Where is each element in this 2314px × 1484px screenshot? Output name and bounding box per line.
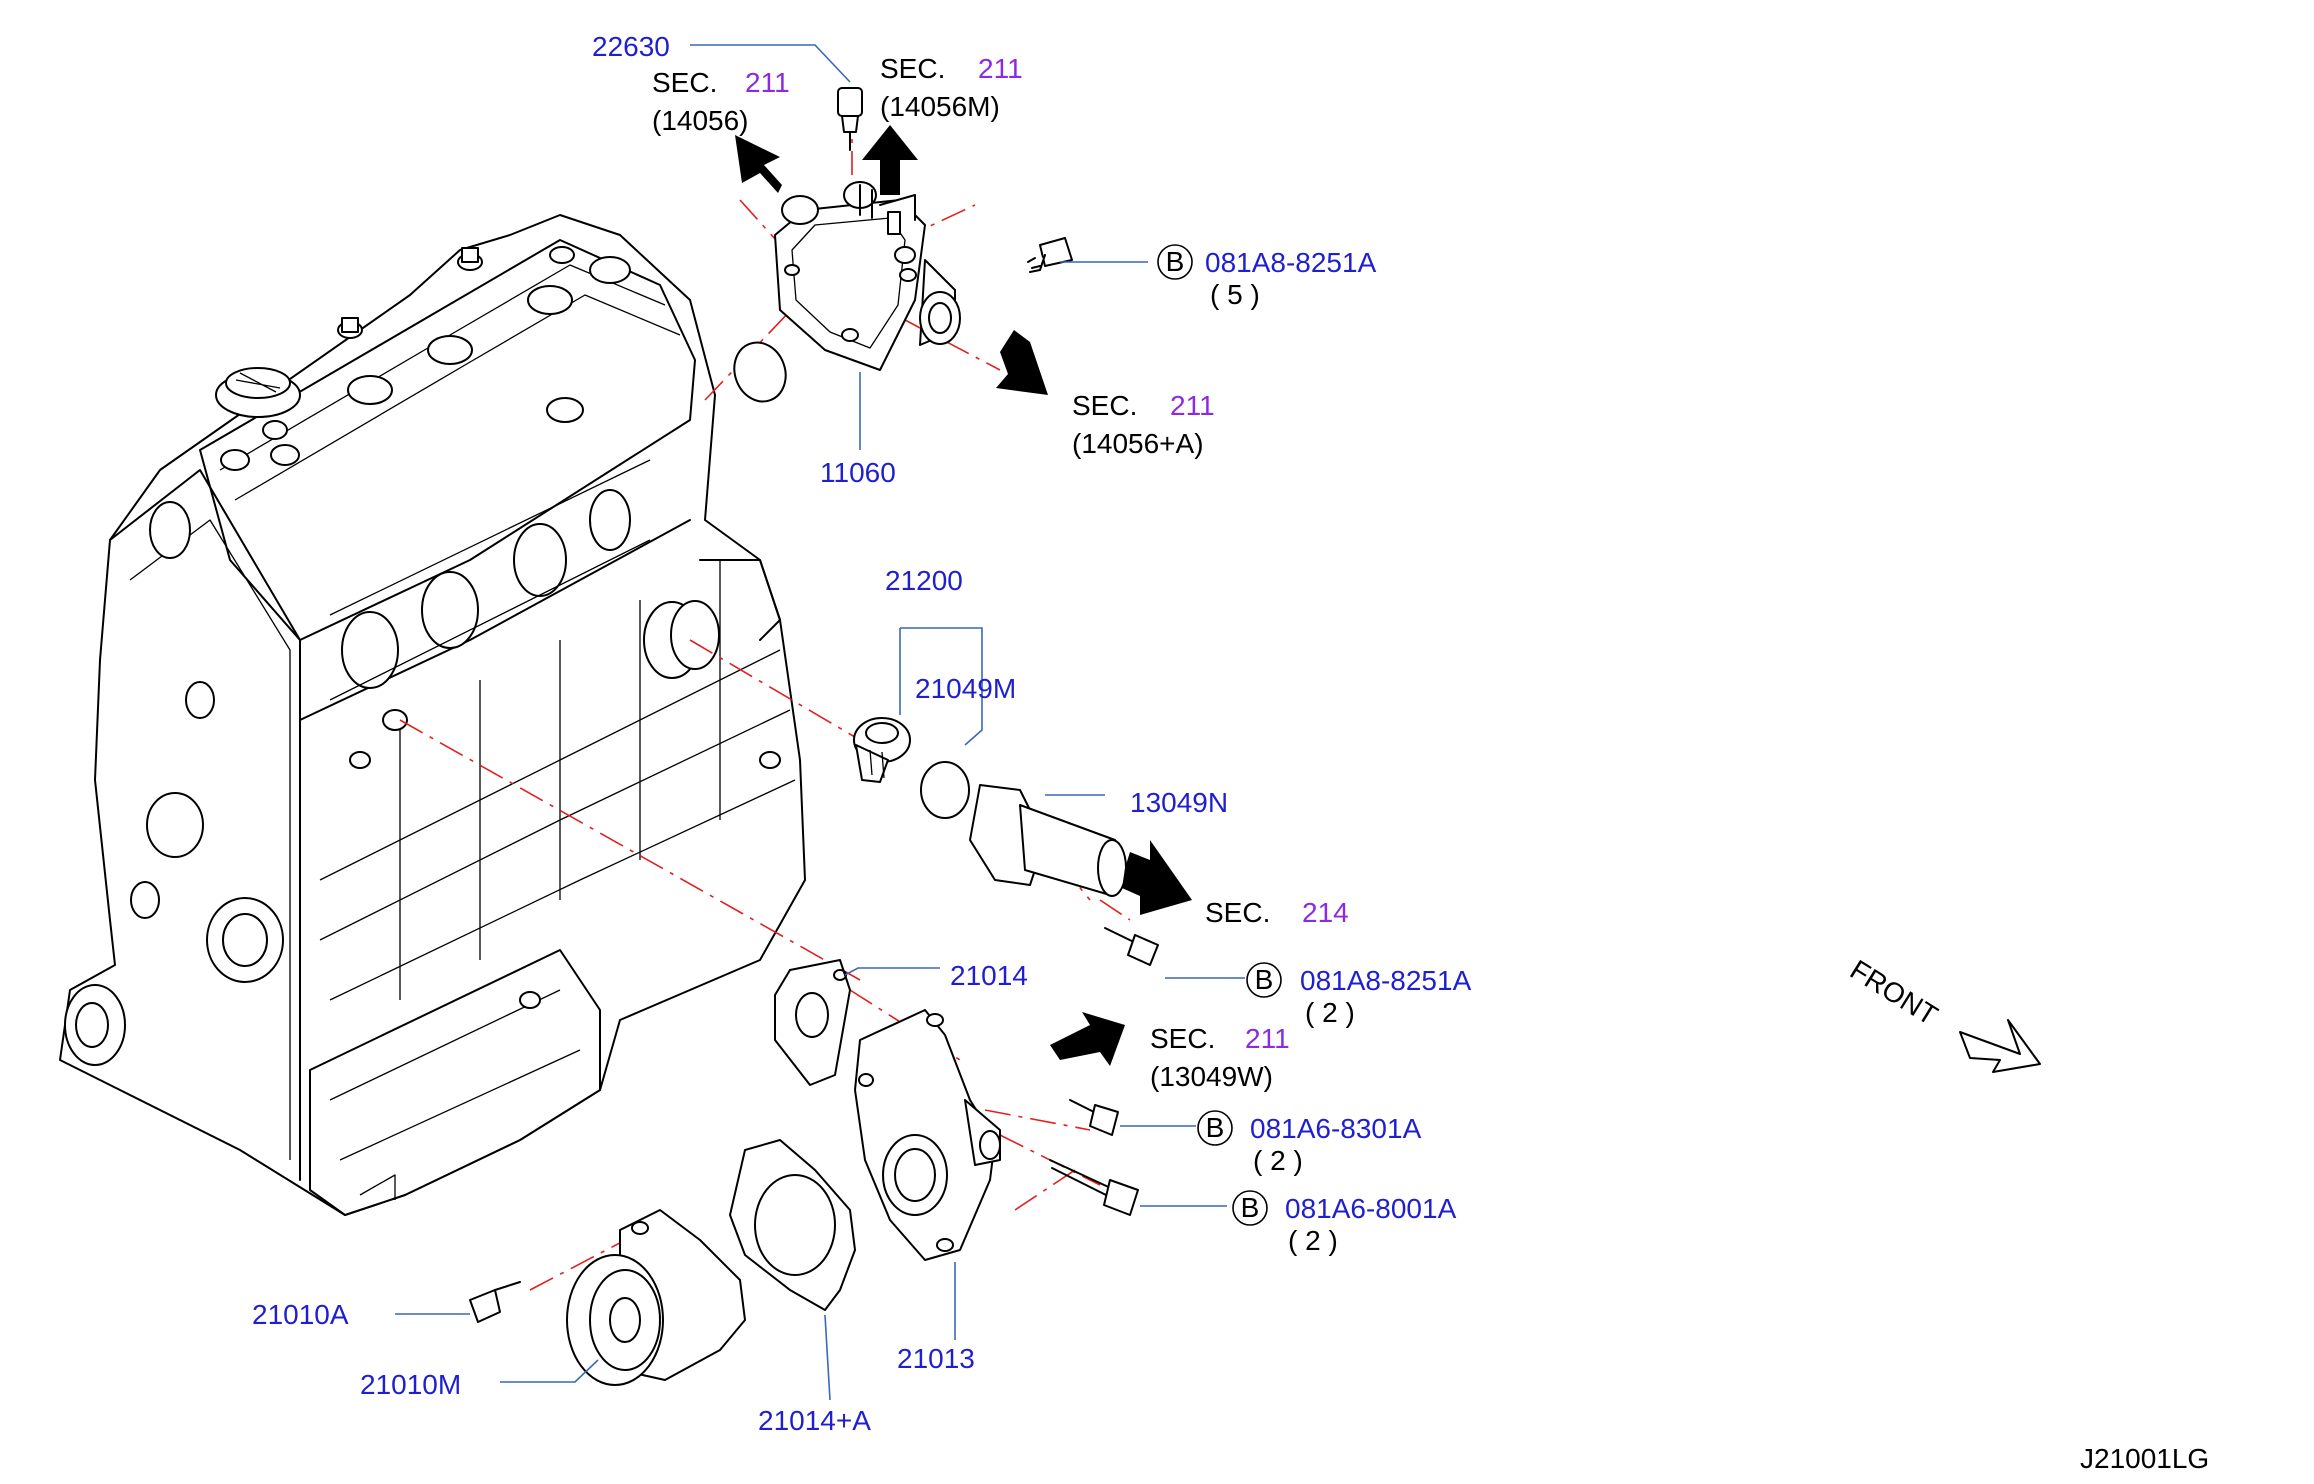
sec-arrow-13049W bbox=[1050, 1012, 1125, 1066]
sec1-word: SEC. bbox=[652, 67, 717, 98]
sec-arrow-14056 bbox=[735, 135, 782, 193]
sec3-word: SEC. bbox=[1072, 390, 1137, 421]
part-label-13049N: 13049N bbox=[1130, 787, 1228, 818]
sec-arrow-214 bbox=[1122, 840, 1192, 915]
part-label-21014A: 21014+A bbox=[758, 1405, 871, 1436]
thermostat-drawing bbox=[853, 717, 911, 783]
bolt-code-4: 081A6-8001A bbox=[1285, 1193, 1457, 1224]
gasket-21014A-drawing bbox=[729, 1139, 856, 1311]
sec3-ref: (14056+A) bbox=[1072, 428, 1204, 459]
b4-letter: B bbox=[1241, 1192, 1260, 1223]
bolt-qty-1: ( 5 ) bbox=[1210, 279, 1260, 310]
bolt-qty-4: ( 2 ) bbox=[1288, 1225, 1338, 1256]
sec2-ref: (14056M) bbox=[880, 91, 1000, 122]
bolt-code-3: 081A6-8301A bbox=[1250, 1113, 1422, 1144]
front-arrow-icon bbox=[1959, 1019, 2041, 1073]
sec2-number: 211 bbox=[978, 53, 1023, 84]
bolt-code-2: 081A8-8251A bbox=[1300, 965, 1472, 996]
part-label-22630: 22630 bbox=[592, 31, 670, 62]
part-label-21010A: 21010A bbox=[252, 1299, 349, 1330]
drawing-id: J21001LG bbox=[2080, 1443, 2209, 1474]
water-pump-drawing bbox=[566, 1209, 746, 1386]
gasket-21014-drawing bbox=[774, 959, 851, 1086]
front-indicator: FRONT bbox=[1845, 954, 2041, 1073]
part-label-21010M: 21010M bbox=[360, 1369, 461, 1400]
water-inlet-drawing bbox=[969, 784, 1127, 897]
sec-arrow-14056M bbox=[862, 125, 918, 195]
part-label-21049M: 21049M bbox=[915, 673, 1016, 704]
bolt-code-1: 081A8-8251A bbox=[1205, 247, 1377, 278]
seal-ring-drawing bbox=[920, 761, 970, 819]
sec5-word: SEC. bbox=[1150, 1023, 1215, 1054]
bolt-top-drawing bbox=[1027, 237, 1073, 273]
bolt-081A6-8301A-drawing bbox=[1069, 1099, 1119, 1136]
sec1-number: 211 bbox=[745, 67, 790, 98]
bolt-marker-b2: B bbox=[1246, 962, 1282, 998]
bolt-081A6-8001A-drawing bbox=[1049, 1159, 1139, 1216]
part-label-21200: 21200 bbox=[885, 565, 963, 596]
sec5-number: 211 bbox=[1245, 1023, 1290, 1054]
bolt-mid-drawing bbox=[1104, 927, 1159, 966]
bolt-qty-3: ( 2 ) bbox=[1253, 1145, 1303, 1176]
water-outlet-drawing bbox=[774, 181, 961, 371]
bolt-marker-b4: B bbox=[1232, 1190, 1268, 1226]
part-label-21013: 21013 bbox=[897, 1343, 975, 1374]
b3-letter: B bbox=[1206, 1112, 1225, 1143]
sec3-number: 211 bbox=[1170, 390, 1215, 421]
sec1-ref: (14056) bbox=[652, 105, 749, 136]
leader-lines bbox=[395, 44, 1245, 1401]
part-label-21014: 21014 bbox=[950, 960, 1028, 991]
b1-letter: B bbox=[1166, 246, 1185, 277]
temp-sensor-drawing bbox=[837, 87, 863, 151]
sec4-word: SEC. bbox=[1205, 897, 1270, 928]
sec-arrow-14056A bbox=[996, 330, 1048, 395]
bolt-marker-b3: B bbox=[1197, 1110, 1233, 1146]
bolt-qty-2: ( 2 ) bbox=[1305, 997, 1355, 1028]
engine-block-drawing bbox=[59, 214, 806, 1216]
pump-housing-drawing bbox=[854, 1009, 1001, 1261]
bolt-21010A-drawing bbox=[469, 1281, 521, 1323]
o-ring-drawing bbox=[733, 341, 787, 403]
sec5-ref: (13049W) bbox=[1150, 1061, 1273, 1092]
sec4-number: 214 bbox=[1302, 897, 1349, 928]
part-label-11060: 11060 bbox=[820, 457, 896, 488]
sec2-word: SEC. bbox=[880, 53, 945, 84]
bolt-marker-b1: B bbox=[1157, 244, 1193, 280]
b2-letter: B bbox=[1255, 964, 1274, 995]
front-label: FRONT bbox=[1845, 954, 1943, 1031]
